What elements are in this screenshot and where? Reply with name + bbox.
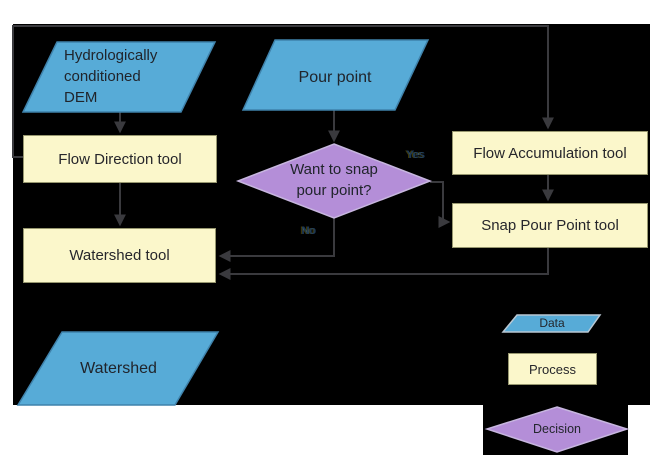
legend-process-node: Process — [508, 353, 597, 385]
yes-branch-label: Yes — [406, 149, 424, 161]
no-branch-label: No — [301, 225, 316, 237]
connector-decision-no-to-watershed-tool — [218, 218, 335, 262]
snap-pour-point-node: Snap Pour Point tool — [452, 203, 648, 248]
legend-decision-diamond — [484, 406, 630, 453]
flow-accumulation-node: Flow Accumulation tool — [452, 131, 648, 175]
flow-accumulation-label: Flow Accumulation tool — [473, 144, 627, 162]
watershed-output-parallelogram — [16, 331, 220, 406]
watershed-tool-node: Watershed tool — [23, 228, 216, 283]
connector-flow-direction-to-flow-accumulation — [12, 25, 554, 158]
connector-snap-pour-point-to-watershed-tool — [218, 248, 549, 280]
flow-direction-label: Flow Direction tool — [58, 150, 182, 168]
watershed-tool-label: Watershed tool — [69, 247, 170, 264]
flow-direction-node: Flow Direction tool — [23, 135, 217, 183]
decision-diamond — [235, 143, 433, 219]
legend-data-parallelogram — [501, 314, 602, 333]
connector-decision-yes-to-snap-pour-point — [430, 181, 451, 228]
pour-point-parallelogram — [241, 39, 430, 111]
snap-pour-point-label: Snap Pour Point tool — [481, 217, 619, 234]
legend-process-label: Process — [529, 361, 576, 377]
dem-parallelogram — [21, 41, 217, 113]
